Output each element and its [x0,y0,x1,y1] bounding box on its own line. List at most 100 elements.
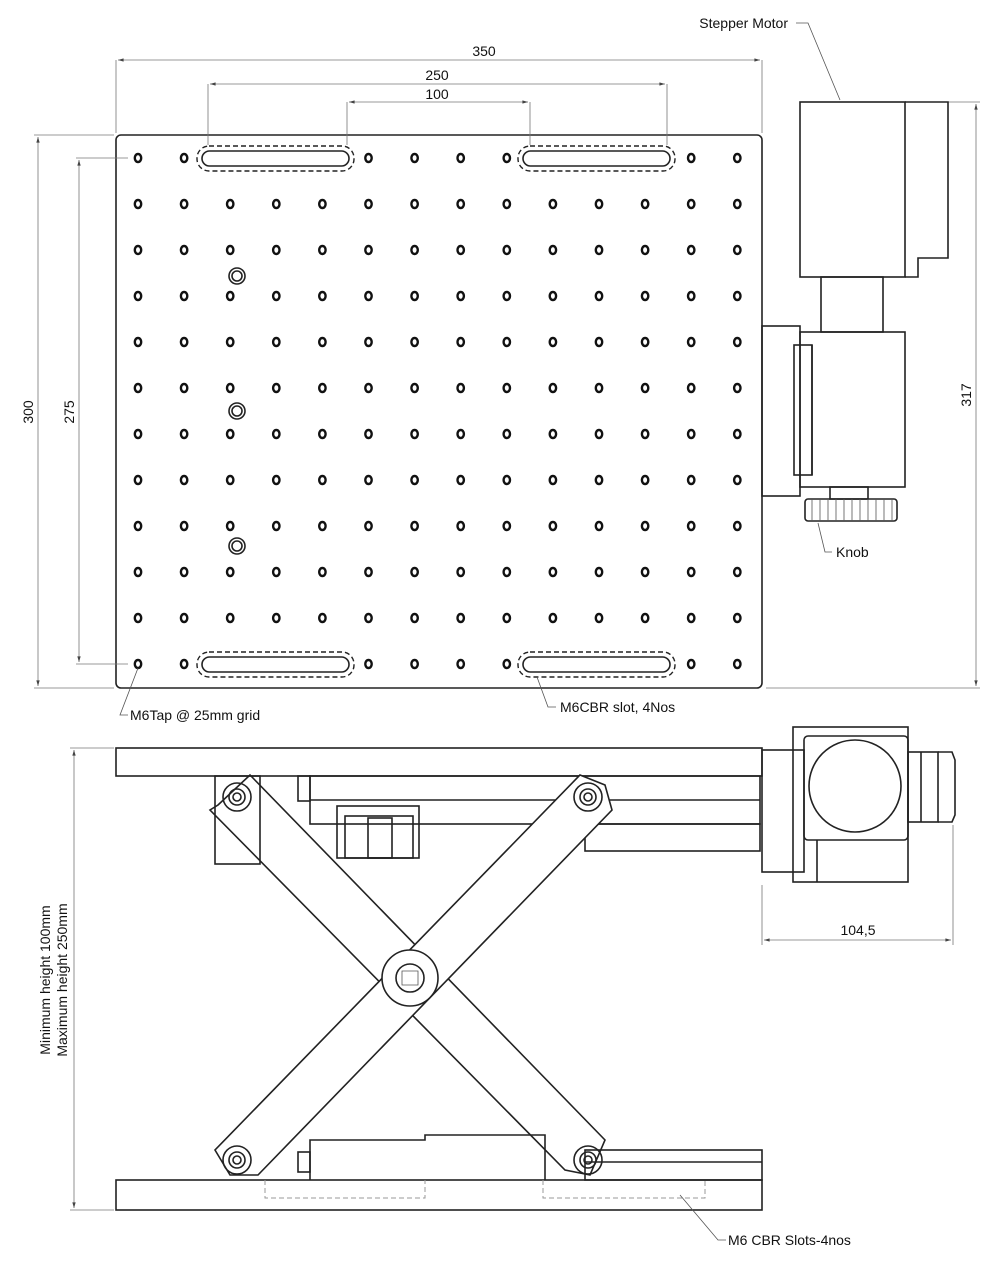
tap-hole [502,612,512,624]
tap-hole [594,336,604,348]
tap-hole [364,566,373,578]
tap-hole [317,612,327,624]
tap-hole [502,244,512,256]
tap-hole [594,198,604,210]
tap-hole [732,336,742,348]
tap-hole [410,336,419,348]
tap-hole [317,290,327,302]
tap-hole [548,290,558,302]
pivot-bolt [579,788,597,806]
tap-hole [179,152,189,164]
tap-hole [410,520,419,532]
tap-hole [364,428,373,440]
pivot-bolt [228,788,246,806]
tap-hole [133,566,143,578]
tap-hole [317,382,327,394]
tap-hole [225,244,235,256]
tap-hole [548,244,558,256]
tap-hole [364,382,373,394]
dim-slot-vertical-span: 275 [61,400,77,424]
tap-hole [179,198,189,210]
tap-hole [364,152,373,164]
tap-hole [133,382,143,394]
tap-hole [502,658,512,670]
tap-hole [502,520,512,532]
tap-hole [225,520,235,532]
tap-hole [502,428,512,440]
tap-hole [456,520,466,532]
top-view: 350 250 100 300 275 317 Stepper Motor Kn… [20,15,980,723]
tap-hole [456,566,466,578]
tap-hole [133,520,143,532]
tap-hole [364,290,373,302]
tap-hole [594,566,604,578]
tap-hole [410,566,419,578]
tap-hole [225,428,235,440]
tap-hole [732,612,742,624]
upper-rail [214,775,761,865]
tap-hole [548,612,558,624]
knob-leader [817,522,832,553]
extra-holes [228,267,246,555]
dim-overall-depth: 317 [958,383,974,407]
tap-hole [594,290,604,302]
tap-hole [548,336,558,348]
tap-hole [686,290,696,302]
pivot-bolt [232,792,242,802]
base-slots-leader [679,1194,726,1241]
tap-hole [225,336,235,348]
tap-hole [133,428,143,440]
tap-hole [364,658,373,670]
tap-hole [548,198,558,210]
tap-hole [225,382,235,394]
tap-hole [317,428,327,440]
tap-hole [594,428,604,440]
pivot-bolt [579,1151,597,1169]
tap-hole [502,336,512,348]
top-slots-leader [536,676,556,708]
tap-hole [732,244,742,256]
tap-hole [640,612,650,624]
tap-hole [456,382,466,394]
tap-hole [364,520,373,532]
pivot-bolt [222,782,252,812]
top-platform [115,747,763,777]
pivot-bolt [573,1145,603,1175]
tap-grid-leader [119,667,139,716]
tap-hole [548,474,558,486]
tap-hole [225,290,235,302]
tap-hole [179,658,189,670]
tap-hole [364,612,373,624]
tap-hole [317,336,327,348]
tap-hole [317,566,327,578]
tap-hole [594,382,604,394]
tap-hole [364,474,373,486]
tap-hole [502,198,512,210]
dim-slot-inner-span: 100 [425,86,449,102]
tap-hole [133,474,143,486]
tap-hole [686,474,696,486]
tap-hole [317,244,327,256]
top-plate [115,134,763,689]
tap-hole [732,474,742,486]
tap-hole [640,244,650,256]
tap-hole [594,520,604,532]
pivot-bolt [222,1145,252,1175]
tap-hole [686,198,696,210]
tap-hole [271,382,281,394]
tap-hole [686,612,696,624]
tap-hole [502,290,512,302]
tap-hole [410,152,419,164]
tap-hole [732,198,742,210]
tap-hole [686,658,696,670]
tap-hole [133,290,143,302]
tap-hole [640,520,650,532]
tap-hole [271,290,281,302]
tap-hole [410,612,419,624]
tap-hole [225,612,235,624]
tap-hole [640,290,650,302]
tap-hole [640,566,650,578]
tap-hole [548,382,558,394]
tap-hole [317,474,327,486]
tap-hole [133,198,143,210]
